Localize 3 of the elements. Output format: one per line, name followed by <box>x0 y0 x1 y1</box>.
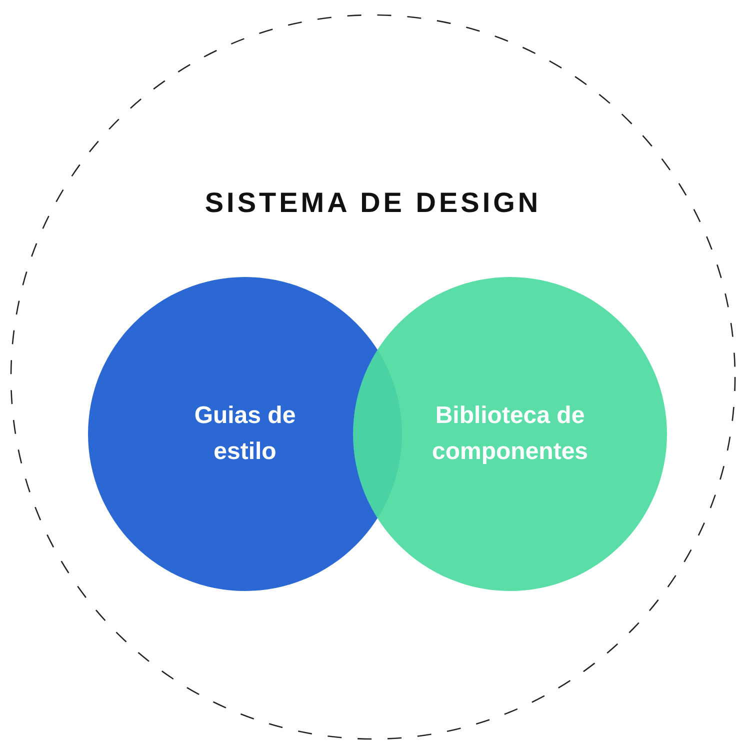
circle-label: Biblioteca de componentes <box>430 401 590 467</box>
circle-label: Guias de estilo <box>193 401 297 467</box>
group-label: SISTEMA DE DESIGN <box>204 186 542 220</box>
